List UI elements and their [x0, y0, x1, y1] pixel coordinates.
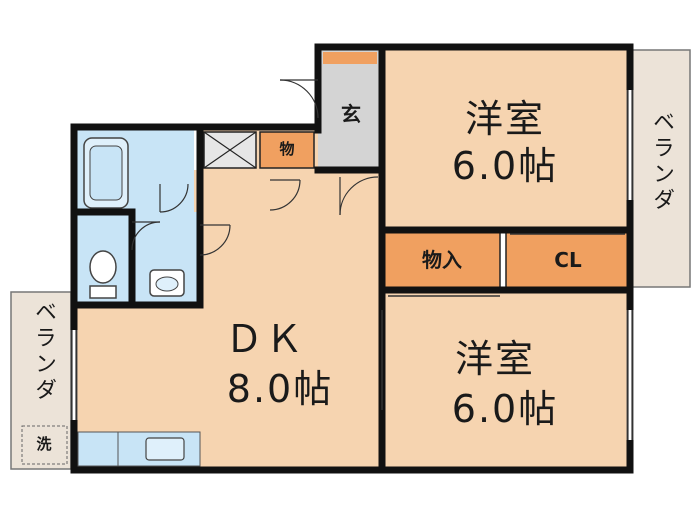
- pipe-shaft-x2: [203, 131, 257, 169]
- western-room-bottom-size: 6.0帖: [451, 387, 559, 431]
- closet-storage-label: 物入: [422, 248, 462, 272]
- sink-icon: [145, 437, 185, 461]
- entrance-label: 玄: [341, 102, 361, 126]
- dk-name: ＤＫ: [224, 317, 305, 361]
- toilet-icon: [89, 250, 117, 284]
- door-swings: [131, 79, 379, 256]
- windows: [72, 90, 632, 440]
- storage-small: [259, 131, 315, 169]
- storage-small-label: 物: [279, 140, 295, 158]
- western-room-top-size: 6.0帖: [451, 144, 559, 188]
- closet-storage: [381, 231, 501, 289]
- western-room-bottom-name: 洋室: [454, 337, 535, 381]
- balcony-left-label: ベランダ: [31, 300, 56, 404]
- closet-label: CL: [554, 248, 582, 272]
- western-room-top-name: 洋室: [464, 97, 545, 141]
- washbasin-bowl: [155, 276, 179, 292]
- western-room-bottom-floor: [382, 290, 630, 468]
- washer-spot: [21, 425, 68, 465]
- entrance-step: [323, 52, 377, 64]
- sliding-doors: [381, 233, 625, 410]
- toilet-tank: [89, 285, 117, 299]
- balcony-right-area: [629, 49, 691, 288]
- entrance-floor: [318, 50, 382, 170]
- washer-label: 洗: [36, 435, 52, 453]
- window-frames: [70, 90, 634, 440]
- dk-size: 8.0帖: [226, 367, 334, 411]
- western-room-top-floor: [382, 50, 630, 230]
- bathtub-inner: [89, 145, 123, 201]
- balcony-right-label: ベランダ: [649, 110, 674, 214]
